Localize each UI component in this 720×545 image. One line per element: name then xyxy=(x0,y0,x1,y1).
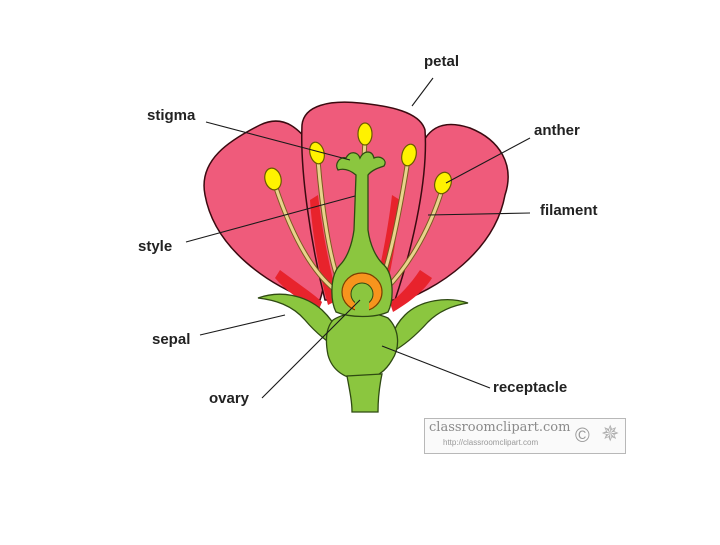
leader-ovary xyxy=(261,299,361,399)
watermark-box: classroomclipart.com http://classroomcli… xyxy=(424,418,626,454)
pistil xyxy=(331,151,393,318)
anthers xyxy=(264,122,453,195)
leader-lines xyxy=(185,77,531,399)
leader-anther xyxy=(445,137,531,184)
sparkle-icon: ✵ xyxy=(601,421,620,446)
label-anther: anther xyxy=(534,122,580,139)
label-receptacle: receptacle xyxy=(493,379,568,396)
leader-style xyxy=(185,195,356,243)
leader-sepal xyxy=(199,314,286,336)
label-filament: filament xyxy=(540,202,598,219)
stem xyxy=(346,373,383,413)
label-sepal: sepal xyxy=(152,331,191,348)
leader-filament xyxy=(427,212,531,216)
label-style: style xyxy=(138,238,173,255)
label-stigma: stigma xyxy=(147,107,196,124)
label-petal: petal xyxy=(424,53,460,70)
copyright-symbol: © xyxy=(575,425,590,447)
label-ovary: ovary xyxy=(209,390,250,407)
leader-stigma xyxy=(205,121,351,161)
watermark-url: http://classroomclipart.com xyxy=(443,438,539,447)
leader-petal xyxy=(411,77,434,107)
right-sepal xyxy=(389,299,469,353)
leader-receptacle xyxy=(381,345,491,389)
watermark-title: classroomclipart.com xyxy=(429,420,571,435)
